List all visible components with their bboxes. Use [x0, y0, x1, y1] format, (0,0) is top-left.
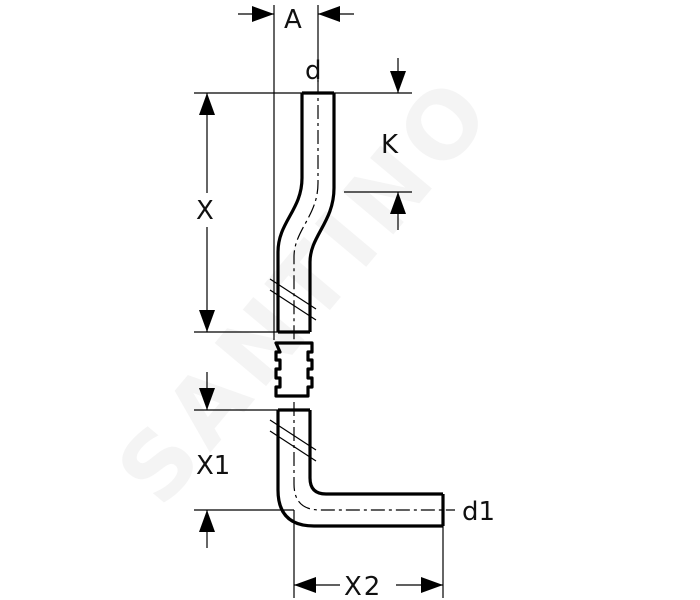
upper-pipe-left-wall — [276, 93, 304, 332]
pipe-coupling — [274, 341, 314, 398]
lower-pipe-centerline — [293, 402, 455, 511]
coupling-body — [274, 341, 314, 398]
dimension-x: X — [192, 92, 302, 333]
dimension-a-label: A — [284, 5, 302, 35]
dimension-x1-arrow-bottom — [199, 510, 215, 532]
lower-pipe-outer-wall — [276, 410, 443, 528]
dimension-k: K — [334, 58, 412, 230]
dimension-x2: X2 — [293, 510, 444, 600]
lower-pipe — [269, 402, 455, 528]
dimension-k-label: K — [381, 130, 399, 160]
upper-pipe-centerline — [293, 80, 319, 340]
dimension-k-arrow-top — [390, 71, 406, 93]
lower-break-mark-1 — [269, 419, 317, 451]
dimension-x-arrow-bottom — [199, 310, 215, 332]
dimension-a: A — [238, 5, 354, 340]
dimension-x2-arrow-right — [421, 577, 443, 593]
dimension-x2-label: X2 — [344, 572, 382, 600]
upper-pipe — [269, 80, 336, 340]
dimension-x2-arrow-left — [294, 577, 316, 593]
lower-break-mark-2 — [269, 430, 317, 462]
diameter-d-label: d — [305, 56, 322, 86]
dimension-x1: X1 — [194, 372, 294, 548]
dimension-x1-label: X1 — [196, 451, 230, 481]
upper-pipe-right-wall — [308, 93, 336, 332]
dimension-x-label: X — [196, 196, 214, 226]
dimension-x-arrow-top — [199, 93, 215, 115]
dimension-a-arrow-right — [318, 6, 340, 22]
diameter-d1-label: d1 — [462, 497, 495, 527]
upper-break-mark-1 — [269, 278, 317, 310]
dimension-a-arrow-left — [252, 6, 274, 22]
dimension-k-arrow-bottom — [390, 192, 406, 214]
dimension-x1-arrow-top — [199, 388, 215, 410]
lower-pipe-inner-wall — [308, 410, 443, 496]
dimension-x-label-gap — [192, 193, 222, 227]
upper-break-mark-2 — [269, 289, 317, 321]
